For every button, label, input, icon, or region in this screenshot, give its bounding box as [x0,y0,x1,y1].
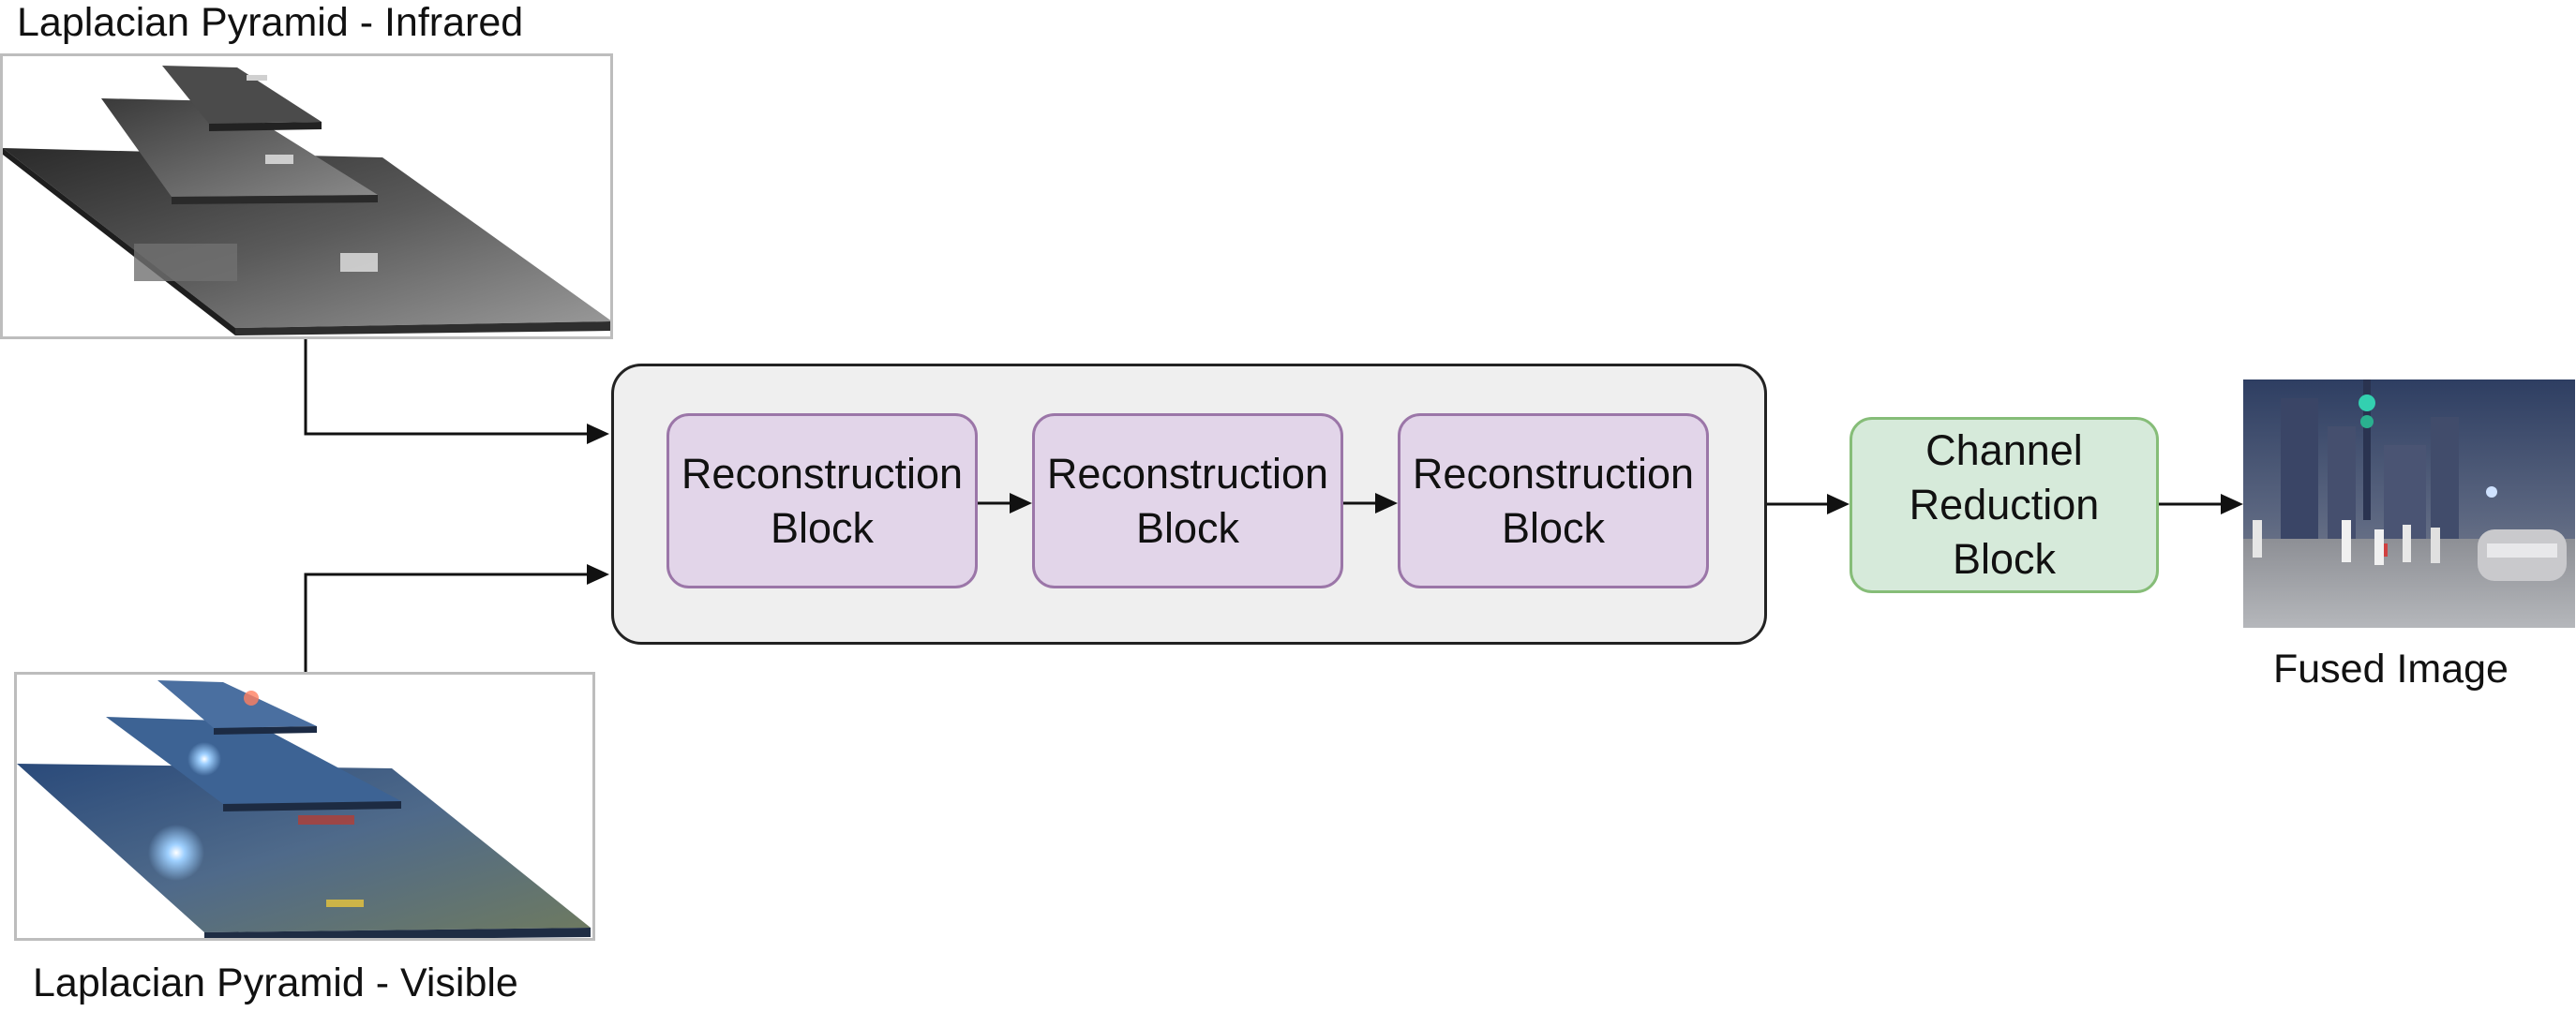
fused-image-graphic [2243,380,2575,628]
infrared-pyramid-title: Laplacian Pyramid - Infrared [17,0,524,45]
infrared-pyramid-image [0,53,613,339]
visible-connector [304,573,591,672]
fused-image [2243,380,2575,628]
visible-pyramid-image [14,672,595,941]
channel-reduction-block: Channel Reduction Block [1850,417,2159,593]
visible-pyramid-graphic [17,680,591,938]
infrared-pyramid-graphic [3,66,610,335]
fused-image-title: Fused Image [2273,647,2509,692]
infrared-connector [304,339,591,436]
reconstruction-block-1: Reconstruction Block [666,413,978,588]
visible-pyramid-title: Laplacian Pyramid - Visible [33,960,518,1005]
reconstruction-block-3: Reconstruction Block [1398,413,1709,588]
reconstruction-block-2: Reconstruction Block [1032,413,1343,588]
